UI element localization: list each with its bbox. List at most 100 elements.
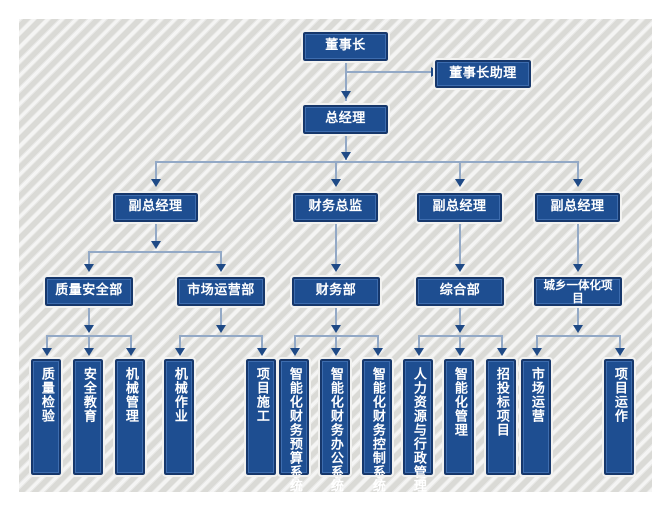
connector-finance-drop-1: [294, 335, 296, 351]
node-leaf-hr-admin[interactable]: 人力资源与行政管理: [401, 357, 435, 492]
node-dept-quality-safety[interactable]: 质量安全部: [43, 275, 135, 308]
node-deputy-gm-3-label: 副总经理: [550, 199, 605, 215]
arrow-leaf-project-construction: [257, 348, 267, 356]
arrow-level2-1: [151, 179, 161, 187]
connector-market-drop-2: [261, 335, 263, 351]
arrow-finance-down: [331, 325, 341, 333]
arrow-dept-finance: [331, 264, 341, 272]
node-leaf-project-operation[interactable]: 项目运作: [602, 357, 636, 477]
connector-finance-drop-3: [377, 335, 379, 351]
node-leaf-fin-budget-system-label: 智能化财务预算系统: [286, 367, 302, 492]
connector-dgm1-bar: [88, 251, 222, 253]
connector-level2-drop-3: [459, 161, 461, 183]
arrow-dept-urban-rural: [573, 264, 583, 272]
connector-general-drop-3: [501, 335, 503, 351]
node-general-manager-label: 总经理: [325, 111, 366, 127]
arrow-leaf-fin-budget-system: [290, 348, 300, 356]
node-deputy-gm-2[interactable]: 副总经理: [415, 191, 504, 224]
arrow-leaf-quality-inspection: [42, 348, 52, 356]
connector-dgm2-down: [459, 222, 461, 264]
connector-market-drop-1: [179, 335, 181, 351]
node-leaf-quality-inspection[interactable]: 质量检验: [29, 357, 63, 477]
connector-quality-drop-1: [46, 335, 48, 351]
connector-general-drop-2: [459, 335, 461, 351]
node-leaf-smart-management-label: 智能化管理: [451, 367, 467, 437]
connector-chairman-to-assistant: [345, 71, 433, 73]
node-dept-urban-rural-label: 城乡一体化项目: [543, 277, 613, 305]
node-chairman-assistant[interactable]: 董事长助理: [433, 58, 533, 90]
node-dept-general-affairs-label: 综合部: [439, 283, 481, 299]
connector-urban-drop-1: [536, 335, 538, 351]
node-leaf-market-operation[interactable]: 市场运营: [519, 357, 553, 477]
node-leaf-machinery-operation-label: 机械作业: [171, 367, 187, 423]
arrow-leaf-machinery-operation: [175, 348, 185, 356]
connector-level2-drop-1: [155, 161, 157, 183]
arrow-leaf-fin-office-system: [331, 348, 341, 356]
node-leaf-safety-education[interactable]: 安全教育: [71, 357, 105, 477]
node-leaf-machinery-management-label: 机械管理: [122, 367, 138, 423]
node-leaf-machinery-operation[interactable]: 机械作业: [162, 357, 196, 477]
org-chart-canvas: 董事长 董事长助理 总经理 副总经理 财务总监 副总经理 副总经理 质量安全部 …: [19, 19, 652, 492]
node-dept-urban-rural[interactable]: 城乡一体化项目: [532, 275, 624, 308]
node-dept-finance-label: 财务部: [315, 283, 357, 299]
connector-dgm3-down: [577, 222, 579, 264]
node-leaf-project-operation-label: 项目运作: [611, 367, 627, 423]
arrow-dgm1-down: [151, 241, 161, 249]
node-deputy-gm-1[interactable]: 副总经理: [111, 191, 200, 224]
node-finance-director[interactable]: 财务总监: [291, 191, 380, 224]
connector-findir-down: [335, 222, 337, 264]
node-leaf-fin-budget-system[interactable]: 智能化财务预算系统: [277, 357, 311, 492]
node-chairman-assistant-label: 董事长助理: [449, 65, 517, 81]
arrow-leaf-fin-control-system: [373, 348, 383, 356]
arrow-urban-down: [573, 325, 583, 333]
node-leaf-smart-management[interactable]: 智能化管理: [442, 357, 476, 477]
node-leaf-fin-office-system[interactable]: 智能化财务办公系统: [318, 357, 352, 492]
connector-quality-down: [88, 306, 90, 330]
node-leaf-safety-education-label: 安全教育: [80, 367, 96, 423]
arrow-leaf-market-operation: [532, 348, 542, 356]
arrow-leaf-machinery-management: [126, 348, 136, 356]
connector-finance-drop-2: [335, 335, 337, 351]
arrow-market-down: [216, 325, 226, 333]
connector-urban-bar: [536, 335, 620, 337]
connector-gm-down: [345, 134, 347, 160]
arrow-level2-3: [455, 179, 465, 187]
node-dept-general-affairs[interactable]: 综合部: [414, 275, 506, 308]
node-leaf-fin-control-system-label: 智能化财务控制系统: [369, 367, 385, 492]
node-leaf-fin-control-system[interactable]: 智能化财务控制系统: [360, 357, 394, 492]
arrow-leaf-smart-management: [455, 348, 465, 356]
arrow-to-general-manager: [341, 91, 351, 99]
node-chairman-label: 董事长: [325, 38, 366, 54]
node-deputy-gm-3[interactable]: 副总经理: [533, 191, 622, 224]
node-finance-director-label: 财务总监: [308, 199, 363, 215]
arrow-dept-quality-safety: [84, 264, 94, 272]
connector-market-bar: [179, 335, 263, 337]
node-deputy-gm-2-label: 副总经理: [432, 199, 487, 215]
node-leaf-fin-office-system-label: 智能化财务办公系统: [327, 367, 343, 492]
connector-level2-drop-2: [335, 161, 337, 183]
arrow-leaf-project-operation: [615, 348, 625, 356]
node-dept-quality-safety-label: 质量安全部: [55, 283, 123, 299]
node-leaf-bidding-project[interactable]: 招投标项目: [484, 357, 518, 477]
arrow-leaf-safety-education: [84, 348, 94, 356]
node-chairman[interactable]: 董事长: [301, 30, 390, 63]
connector-level2-bar: [155, 161, 577, 163]
node-general-manager[interactable]: 总经理: [301, 103, 390, 136]
arrow-quality-down: [84, 325, 94, 333]
connector-market-down: [220, 306, 222, 330]
node-dept-market-operations[interactable]: 市场运营部: [175, 275, 267, 308]
node-dept-market-operations-label: 市场运营部: [187, 283, 255, 299]
node-leaf-quality-inspection-label: 质量检验: [38, 367, 54, 423]
connector-level2-drop-4: [577, 161, 579, 183]
connector-dgm1-down: [155, 222, 157, 246]
node-leaf-hr-admin-label: 人力资源与行政管理: [410, 367, 426, 492]
connector-chairman-down: [345, 61, 347, 101]
node-leaf-project-construction-label: 项目施工: [253, 367, 269, 423]
connector-dgm1-drop-right: [220, 251, 222, 267]
node-leaf-project-construction[interactable]: 项目施工: [244, 357, 278, 477]
node-leaf-machinery-management[interactable]: 机械管理: [113, 357, 147, 477]
arrow-gm-down: [341, 152, 351, 160]
arrow-dept-market-operations: [216, 264, 226, 272]
node-dept-finance[interactable]: 财务部: [290, 275, 382, 308]
